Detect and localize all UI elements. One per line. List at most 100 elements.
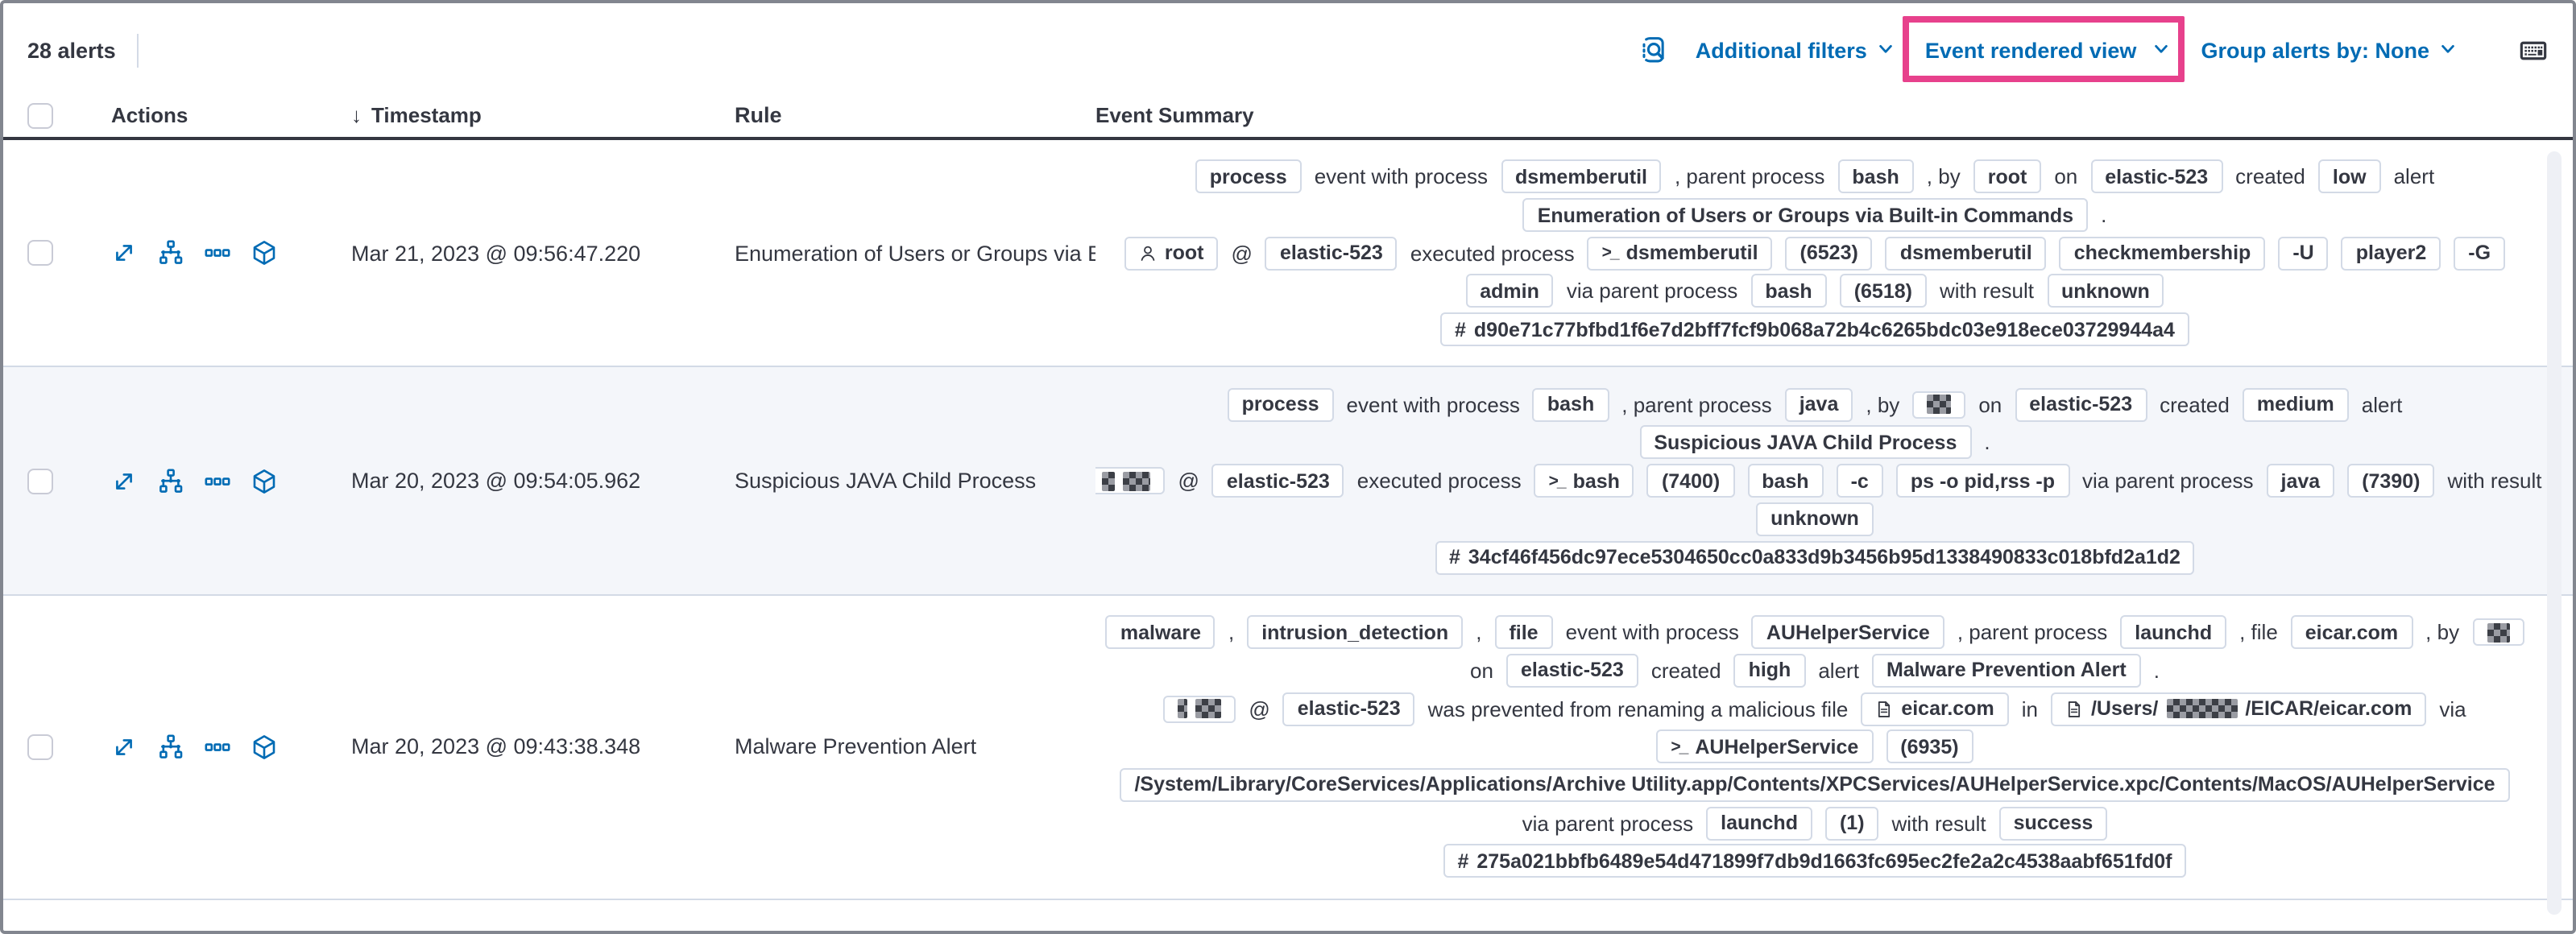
field-badge[interactable]: bash xyxy=(1532,387,1609,422)
select-all-checkbox[interactable] xyxy=(27,102,53,128)
field-badge[interactable] xyxy=(2472,618,2524,647)
row-checkbox[interactable] xyxy=(27,734,53,760)
field-badge[interactable]: (6523) xyxy=(1785,236,1873,271)
field-badge[interactable]: Enumeration of Users or Groups via Built… xyxy=(1522,198,2089,233)
field-badge[interactable] xyxy=(1912,391,1966,419)
session-view-icon[interactable] xyxy=(251,468,277,494)
field-badge[interactable]: medium xyxy=(2242,387,2349,422)
more-actions-icon[interactable] xyxy=(205,734,230,760)
analyzer-icon[interactable] xyxy=(158,734,184,760)
field-badge[interactable]: Malware Prevention Alert xyxy=(1871,653,2141,688)
field-badge[interactable]: player2 xyxy=(2341,236,2441,271)
field-badge[interactable]: (1) xyxy=(1824,806,1879,841)
summary-text: , file xyxy=(2239,620,2278,645)
hash-badge[interactable]: #34cf46f456dc97ece5304650cc0a833d9b3456b… xyxy=(1435,540,2195,575)
row-checkbox[interactable] xyxy=(27,240,53,267)
expand-alert-icon[interactable] xyxy=(111,240,137,266)
summary-text: created xyxy=(2160,392,2230,417)
field-badge[interactable]: checkmembership xyxy=(2059,236,2266,271)
field-badge[interactable]: intrusion_detection xyxy=(1247,615,1464,650)
expand-alert-icon[interactable] xyxy=(111,734,137,760)
row-actions xyxy=(77,734,332,760)
field-badge[interactable]: process xyxy=(1195,159,1302,194)
header-timestamp[interactable]: ↓ Timestamp xyxy=(351,103,482,127)
summary-text: via parent process xyxy=(1522,811,1694,836)
rule-name[interactable]: Suspicious JAVA Child Process xyxy=(735,469,1037,494)
more-actions-icon[interactable] xyxy=(205,240,230,266)
file-badge[interactable]: /Users//EICAR/eicar.com xyxy=(2050,692,2427,726)
field-badge[interactable]: java xyxy=(1784,387,1853,422)
terminal-badge[interactable]: >_bash xyxy=(1534,464,1634,498)
field-badge[interactable]: elastic-523 xyxy=(1282,692,1415,726)
field-badge[interactable]: dsmemberutil xyxy=(1885,236,2047,271)
field-badge[interactable]: -U xyxy=(2278,236,2329,271)
more-actions-icon[interactable] xyxy=(205,468,230,494)
field-badge[interactable]: java xyxy=(2266,464,2335,498)
field-badge[interactable]: low xyxy=(2317,159,2381,194)
badge-text: file xyxy=(1509,621,1539,644)
field-badge[interactable]: Suspicious JAVA Child Process xyxy=(1639,425,1972,460)
field-badge[interactable]: ps -o pid,rss -p xyxy=(1895,464,2070,498)
alerts-count: 28 alerts xyxy=(27,38,116,62)
expand-alert-icon[interactable] xyxy=(111,468,137,494)
field-badge[interactable]: success xyxy=(1998,806,2108,841)
vertical-scrollbar[interactable] xyxy=(2547,151,2562,915)
field-badge[interactable]: elastic-523 xyxy=(1211,464,1344,498)
field-badge[interactable]: bash xyxy=(1750,274,1827,308)
rule-name[interactable]: Enumeration of Users or Groups via Bui xyxy=(735,241,1095,266)
file-badge[interactable]: eicar.com xyxy=(1861,692,2009,726)
session-view-icon[interactable] xyxy=(251,240,277,266)
field-badge[interactable]: process xyxy=(1227,387,1334,422)
terminal-badge[interactable]: >_dsmemberutil xyxy=(1587,236,1773,271)
analyzer-icon[interactable] xyxy=(158,240,184,266)
hash-badge[interactable]: #d90e71c77bfbd1f6e7d2bff7fcf9b068a72b4c6… xyxy=(1440,312,2189,347)
field-badge[interactable]: (7390) xyxy=(2347,464,2435,498)
field-badge[interactable]: admin xyxy=(1465,274,1554,308)
field-badge[interactable]: bash xyxy=(1837,159,1914,194)
user-badge[interactable]: root xyxy=(1124,236,1219,271)
field-badge[interactable]: eicar.com xyxy=(2290,615,2413,650)
field-badge[interactable]: -c xyxy=(1836,464,1883,498)
field-badge[interactable]: (6518) xyxy=(1839,274,1927,308)
hash-badge[interactable]: #275a021bbfb6489e54d471899f7db9d1663fc69… xyxy=(1443,844,2187,878)
field-badge[interactable]: malware xyxy=(1105,615,1216,650)
field-badge[interactable]: elastic-523 xyxy=(1505,653,1638,688)
terminal-badge[interactable]: >_AUHelperService xyxy=(1656,729,1874,764)
field-badge[interactable]: launchd xyxy=(2120,615,2227,650)
field-badge[interactable]: root xyxy=(1973,159,2042,194)
field-badge[interactable]: elastic-523 xyxy=(2015,387,2147,422)
field-badge[interactable]: unknown xyxy=(1756,502,1874,536)
additional-filters-button[interactable]: Additional filters xyxy=(1696,38,1895,62)
rule-name[interactable]: Malware Prevention Alert xyxy=(735,734,977,759)
field-badge[interactable]: dsmemberutil xyxy=(1501,159,1662,194)
field-badge[interactable] xyxy=(1095,467,1166,495)
field-badge[interactable]: /System/Library/CoreServices/Application… xyxy=(1120,767,2510,802)
inspect-icon[interactable] xyxy=(1639,35,1668,64)
field-badge[interactable]: -G xyxy=(2454,236,2506,271)
field-badge[interactable]: high xyxy=(1733,653,1806,688)
field-badge[interactable]: elastic-523 xyxy=(2090,159,2223,194)
field-badge[interactable]: bash xyxy=(1747,464,1824,498)
summary-text: on xyxy=(1470,658,1493,683)
keyboard-shortcuts-icon[interactable] xyxy=(2520,36,2547,64)
summary-text: , by xyxy=(1926,164,1961,189)
field-badge[interactable]: (6935) xyxy=(1886,729,1973,764)
group-alerts-by-button[interactable]: Group alerts by: None xyxy=(2201,38,2457,62)
field-badge[interactable]: file xyxy=(1494,615,1553,650)
field-badge[interactable]: AUHelperService xyxy=(1751,615,1944,650)
summary-text: was prevented from renaming a malicious … xyxy=(1427,696,1849,721)
field-badge[interactable] xyxy=(1163,695,1236,723)
field-badge[interactable]: elastic-523 xyxy=(1265,236,1398,271)
row-checkbox[interactable] xyxy=(27,468,53,494)
analyzer-icon[interactable] xyxy=(158,468,184,494)
field-badge[interactable]: launchd xyxy=(1706,806,1812,841)
view-selector-button[interactable]: Event rendered view xyxy=(1925,38,2171,62)
redacted-value xyxy=(1927,395,1952,415)
field-badge[interactable]: (7400) xyxy=(1646,464,1735,498)
field-badge[interactable]: unknown xyxy=(2047,274,2164,308)
session-view-icon[interactable] xyxy=(251,734,277,760)
